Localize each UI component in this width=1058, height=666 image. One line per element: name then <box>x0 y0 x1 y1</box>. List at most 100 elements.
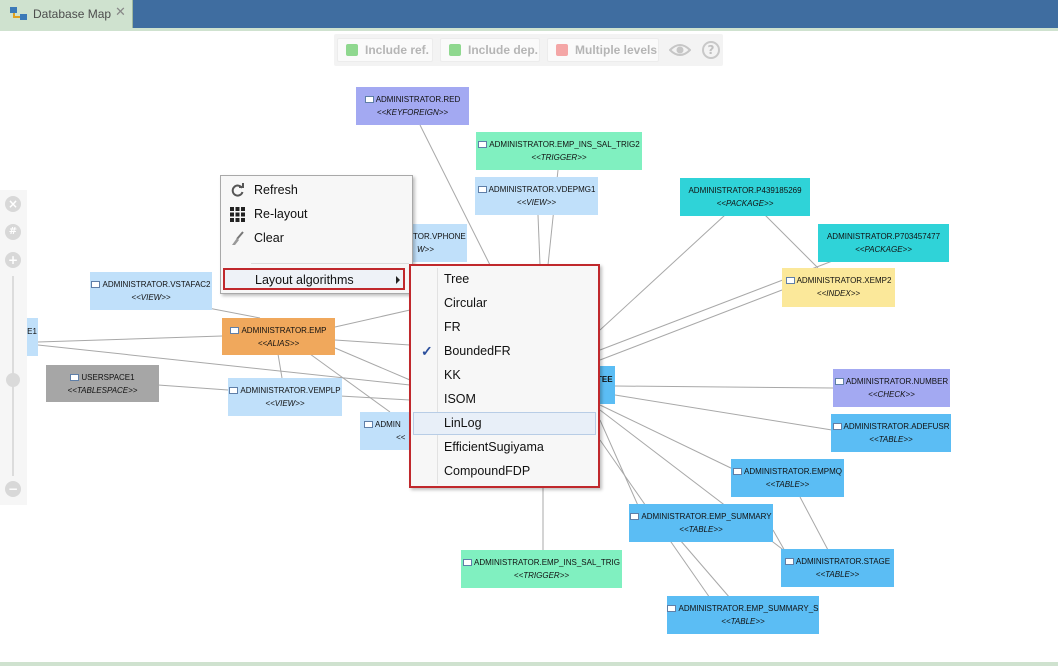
title-bar <box>0 0 1058 28</box>
node-stereotype: <<INDEX>> <box>816 289 861 298</box>
node-administrator-vstafac2[interactable]: ADMINISTRATOR.VSTAFAC2 <<VIEW>> <box>90 272 212 310</box>
submenu-item-efficientsugiyama[interactable]: EfficientSugiyama <box>413 436 596 459</box>
node-name: ADMINISTRATOR.STAGE <box>795 557 891 566</box>
database-map-icon <box>9 6 29 22</box>
node-administrator-vemplp[interactable]: ADMINISTRATOR.VEMPLP <<VIEW>> <box>228 378 342 416</box>
node-stereotype: <<PACKAGE>> <box>716 199 774 208</box>
multiple-levels-label: Multiple levels <box>575 43 658 57</box>
node-name: ADMINISTRATOR.VDEPMG1 <box>488 185 596 194</box>
multiple-levels-toggle[interactable]: Multiple levels <box>547 38 659 62</box>
checkbox-checked-icon <box>346 44 358 56</box>
submenu-item-label: CompoundFDP <box>444 464 531 478</box>
node-stereotype: W>> <box>417 245 434 254</box>
table-icon <box>630 513 640 520</box>
include-dep-label: Include dep. <box>468 43 539 57</box>
menu-item-refresh[interactable]: Refresh <box>222 178 411 202</box>
submenu-item-linlog[interactable]: LinLog <box>413 412 596 435</box>
submenu-item-compoundfdp[interactable]: CompoundFDP <box>413 460 596 483</box>
diagram-toolbar: Include ref. Include dep. Multiple level… <box>334 34 723 66</box>
node-name: ADMINISTRATOR.VEMPLP <box>240 386 341 395</box>
node-name: ADMINISTRATOR.EMP_INS_SAL_TRIG2 <box>489 140 640 149</box>
eye-icon[interactable] <box>668 42 692 61</box>
help-icon[interactable]: ? <box>702 41 720 59</box>
submenu-item-kk[interactable]: KK <box>413 364 596 387</box>
node-stereotype: <<TABLE>> <box>815 570 860 579</box>
alias-icon <box>230 327 240 334</box>
node-name: TEE <box>597 375 613 384</box>
node-administrator-emp-ins-sal-trig2[interactable]: ADMINISTRATOR.EMP_INS_SAL_TRIG2 <<TRIGGE… <box>476 132 642 170</box>
node-name: ADMINISTRATOR.P703457477 <box>826 232 941 241</box>
node-administrator-emp-summary-s[interactable]: ADMINISTRATOR.EMP_SUMMARY_S <<TABLE>> <box>667 596 819 634</box>
node-stereotype: <<VIEW>> <box>265 399 305 408</box>
menu-item-re-layout[interactable]: Re-layout <box>222 202 411 226</box>
node-administrator-stage[interactable]: ADMINISTRATOR.STAGE <<TABLE>> <box>781 549 894 587</box>
context-menu: Refresh Re-layout Clear Layout algorithm… <box>220 175 413 294</box>
node-administrator-vphone[interactable]: TOR.VPHONE W>> <box>403 224 467 262</box>
menu-item-clear[interactable]: Clear <box>222 226 411 250</box>
zoom-slider-thumb[interactable] <box>6 373 20 387</box>
node-stereotype: <<CHECK>> <box>868 390 915 399</box>
node-administrator-xemp2[interactable]: ADMINISTRATOR.XEMP2 <<INDEX>> <box>782 268 895 307</box>
view-icon <box>364 421 373 428</box>
table-icon <box>784 558 794 565</box>
node-stereotype: <<ALIAS>> <box>257 339 300 348</box>
node-stereotype: <<TABLE>> <box>869 435 913 444</box>
node-name: ADMINISTRATOR.EMP_INS_SAL_TRIG <box>474 558 620 567</box>
tab-close-icon[interactable]: ✕ <box>115 5 126 20</box>
menu-item-layout-algorithms[interactable]: Layout algorithms <box>223 268 405 290</box>
submenu-item-isom[interactable]: ISOM <box>413 388 596 411</box>
tab-database-map[interactable]: Database Map ✕ <box>0 0 133 28</box>
include-dep-toggle[interactable]: Include dep. <box>440 38 540 62</box>
node-administrator-vdepmg1[interactable]: ADMINISTRATOR.VDEPMG1 <<VIEW>> <box>475 177 598 215</box>
node-administrator-emp-summary[interactable]: ADMINISTRATOR.EMP_SUMMARY <<TABLE>> <box>629 504 773 542</box>
node-name: ADMINISTRATOR.XEMP2 <box>796 276 892 285</box>
table-icon <box>667 605 677 612</box>
node-administrator-number[interactable]: ADMINISTRATOR.NUMBER <<CHECK>> <box>833 369 950 407</box>
menu-item-label: Refresh <box>254 183 298 197</box>
broom-icon <box>230 231 245 246</box>
close-icon[interactable]: × <box>5 196 21 212</box>
trigger-icon <box>478 141 488 148</box>
node-administrator-p439185269[interactable]: ADMINISTRATOR.P439185269 <<PACKAGE>> <box>680 178 810 216</box>
node-userspace1[interactable]: USERSPACE1 <<TABLESPACE>> <box>46 365 159 402</box>
node-administrator-emp[interactable]: ADMINISTRATOR.EMP <<ALIAS>> <box>222 318 335 355</box>
zoom-panel: × # + − <box>0 190 27 505</box>
node-stereotype: <<PACKAGE>> <box>855 245 912 254</box>
node-administrator-emp-ins-sal-trig[interactable]: ADMINISTRATOR.EMP_INS_SAL_TRIG <<TRIGGER… <box>461 550 622 588</box>
trigger-icon <box>463 559 473 566</box>
node-stereotype: <<VIEW>> <box>131 293 171 302</box>
submenu-item-fr[interactable]: FR <box>413 316 596 339</box>
submenu-item-label: Circular <box>444 296 488 310</box>
submenu-item-boundedfr[interactable]: ✓BoundedFR <box>413 340 596 363</box>
node-stereotype: <<TABLESPACE>> <box>67 386 138 395</box>
node-stereotype: <<TABLE>> <box>679 525 723 534</box>
node-administrator-red[interactable]: ADMINISTRATOR.RED <<KEYFOREIGN>> <box>356 87 469 125</box>
node-stereotype: <<TRIGGER>> <box>513 571 570 580</box>
node-stereotype: <<TRIGGER>> <box>531 153 587 162</box>
submenu-item-circular[interactable]: Circular <box>413 292 596 315</box>
menu-item-label: Clear <box>254 231 284 245</box>
zoom-out-icon[interactable]: − <box>5 481 21 497</box>
status-strip <box>0 662 1058 666</box>
node-name: ADMINISTRATOR.NUMBER <box>845 377 949 386</box>
node-administrator-empmq[interactable]: ADMINISTRATOR.EMPMQ <<TABLE>> <box>731 459 844 497</box>
tab-strip-border <box>0 28 1058 31</box>
view-icon <box>91 281 101 288</box>
node-administrator-p703457477[interactable]: ADMINISTRATOR.P703457477 <<PACKAGE>> <box>818 224 949 262</box>
submenu-item-tree[interactable]: Tree <box>413 268 596 291</box>
node-table-partial[interactable]: TEE <box>597 366 615 404</box>
node-administrator-adefusr[interactable]: ADMINISTRATOR.ADEFUSR <<TABLE>> <box>831 414 951 452</box>
node-name: TOR.VPHONE <box>413 232 466 241</box>
zoom-in-icon[interactable]: + <box>5 252 21 268</box>
view-icon <box>477 186 487 193</box>
include-ref-toggle[interactable]: Include ref. <box>337 38 433 62</box>
node-administrator-partial[interactable]: ADMIN << <box>360 412 412 450</box>
menu-item-label: Re-layout <box>254 207 308 221</box>
layout-algorithms-submenu: Tree Circular FR ✓BoundedFR KK ISOM LinL… <box>409 264 600 488</box>
index-icon <box>785 277 795 284</box>
fit-to-screen-icon[interactable]: # <box>5 224 21 240</box>
node-name: ADMINISTRATOR.RED <box>375 95 461 104</box>
submenu-item-label: KK <box>444 368 461 382</box>
submenu-item-label: FR <box>444 320 461 334</box>
node-name: ADMIN <box>375 420 401 429</box>
